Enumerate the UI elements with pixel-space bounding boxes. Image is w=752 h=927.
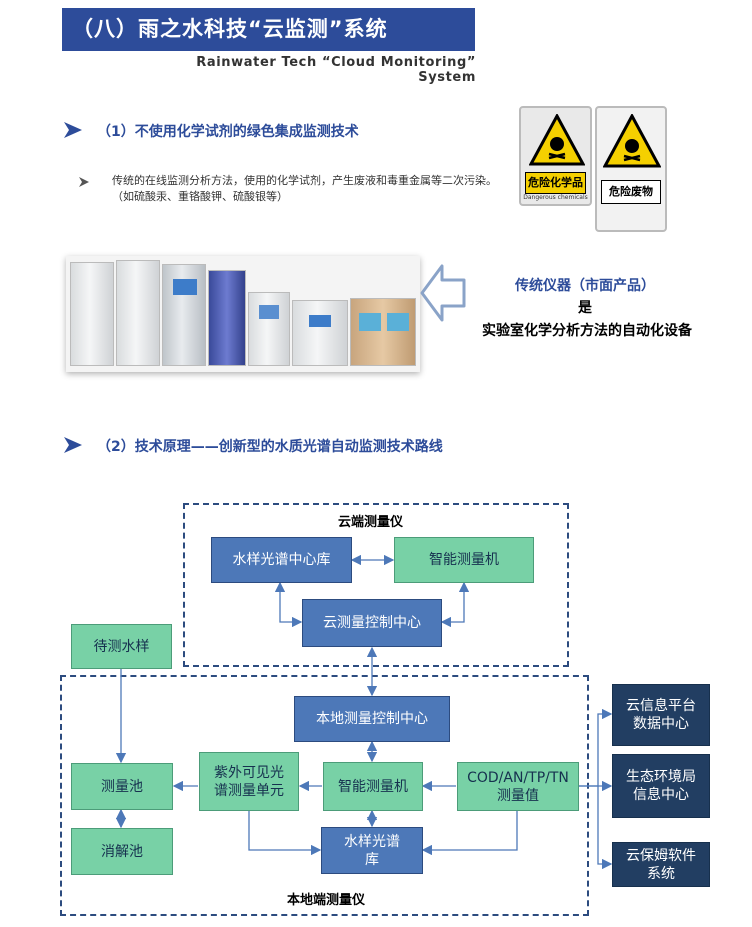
instrument-cabinet-2 — [116, 260, 160, 366]
cloud-spectrum-database: 水样光谱中心库 — [211, 537, 352, 583]
section2-heading: （2）技术原理——创新型的水质光谱自动监测技术路线 — [97, 439, 443, 455]
section1-heading: （1）不使用化学试剂的绿色集成监测技术 — [97, 124, 359, 140]
instrument-cabinet-4 — [208, 270, 246, 366]
local-frame — [60, 675, 589, 916]
hazardous-chemicals-sign: 危险化学品 Dangerous chemicals — [519, 106, 592, 206]
page-title: （八）雨之水科技“云监测”系统 — [62, 8, 475, 51]
skull-warning-icon — [603, 114, 661, 168]
sample-water: 待测水样 — [71, 624, 172, 669]
hazardous-waste-sign: 危险废物 — [595, 106, 667, 232]
measure-pool: 测量池 — [71, 763, 173, 810]
instrument-cabinet-1 — [70, 262, 114, 366]
uv-spectrum-unit: 紫外可见光谱测量单元 — [199, 752, 299, 811]
sign1-sublabel: Dangerous chemicals — [523, 194, 588, 201]
local-spectrum-library: 水样光谱库 — [321, 827, 423, 874]
instrument-cabinet-3 — [162, 264, 206, 366]
traditional-instruments-photo — [66, 256, 420, 372]
local-frame-label: 本地端测量仪 — [287, 893, 366, 908]
instrument-cabinet-5 — [248, 292, 290, 366]
traditional-line3: 实验室化学分析方法的自动化设备 — [482, 323, 692, 339]
page-subtitle: Rainwater Tech “Cloud Monitoring” System — [196, 55, 476, 85]
traditional-line1: 传统仪器（市面产品） — [515, 278, 655, 294]
warning-signs: 危险化学品 Dangerous chemicals 危险废物 — [519, 106, 667, 232]
sign2-label: 危险废物 — [601, 180, 661, 204]
left-arrow-icon — [420, 264, 466, 322]
digest-pool: 消解池 — [71, 828, 173, 875]
cod-an-tp-tn-values: COD/AN/TP/TN测量值 — [457, 762, 579, 811]
section1-bullet: 传统的在线监测分析方法，使用的化学试剂，产生废液和毒重金属等二次污染。（如硫酸汞… — [112, 174, 497, 203]
cloud-nanny-software: 云保姆软件系统 — [612, 842, 710, 887]
instrument-cabinet-7 — [350, 298, 416, 366]
skull-warning-icon — [529, 114, 585, 166]
cloud-info-platform: 云信息平台数据中心 — [612, 684, 710, 746]
eco-environment-center: 生态环境局信息中心 — [612, 754, 710, 818]
instrument-cabinet-6 — [292, 300, 348, 366]
traditional-line2: 是 — [578, 300, 592, 316]
cloud-control-center: 云测量控制中心 — [302, 599, 442, 647]
sign1-label: 危险化学品 — [525, 172, 586, 194]
section-arrow-icon — [64, 437, 82, 453]
cloud-frame-label: 云端测量仪 — [338, 515, 404, 530]
cloud-smart-meter: 智能测量机 — [394, 537, 534, 583]
section-arrow-icon — [64, 122, 82, 138]
local-smart-meter: 智能测量机 — [323, 762, 423, 811]
bullet-arrow-icon — [79, 177, 89, 187]
local-control-center: 本地测量控制中心 — [294, 696, 450, 742]
